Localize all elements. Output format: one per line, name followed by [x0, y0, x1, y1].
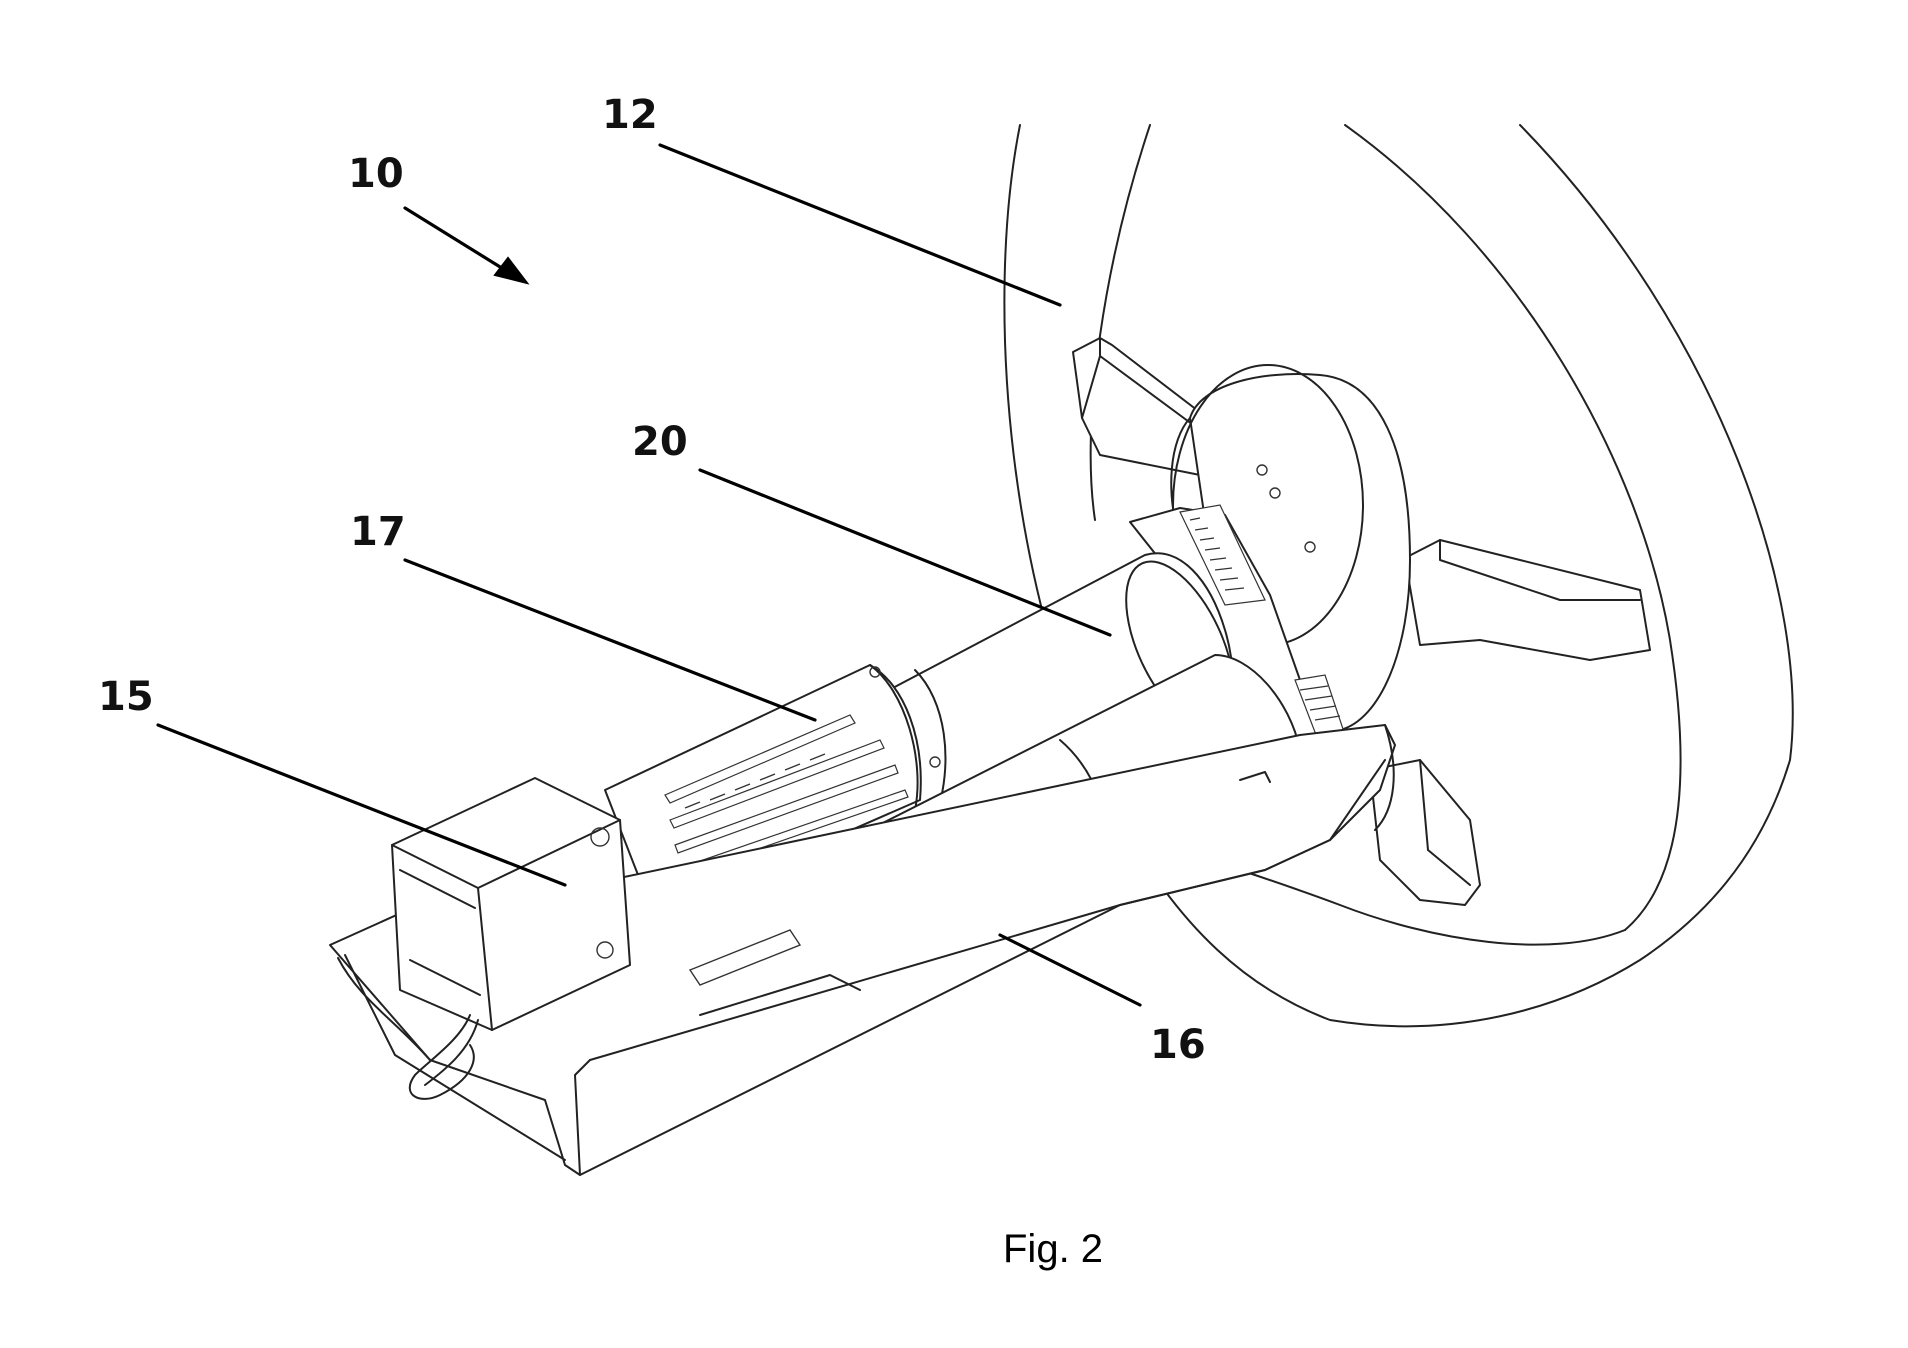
label-20: 20 [632, 419, 688, 465]
label-16: 16 [1150, 1022, 1206, 1068]
label-15: 15 [98, 674, 154, 720]
label-17: 17 [350, 509, 406, 555]
system-arrow [403, 206, 530, 285]
right-spoke [1404, 539, 1651, 661]
label-12: 12 [602, 92, 658, 138]
leader-lines [156, 143, 1142, 1007]
label-10: 10 [348, 151, 404, 197]
figure-caption: Fig. 2 [1003, 1227, 1103, 1271]
upper-spoke [1072, 337, 1211, 476]
lower-spoke [1369, 759, 1481, 906]
steering-wheel [1003, 124, 1794, 1028]
